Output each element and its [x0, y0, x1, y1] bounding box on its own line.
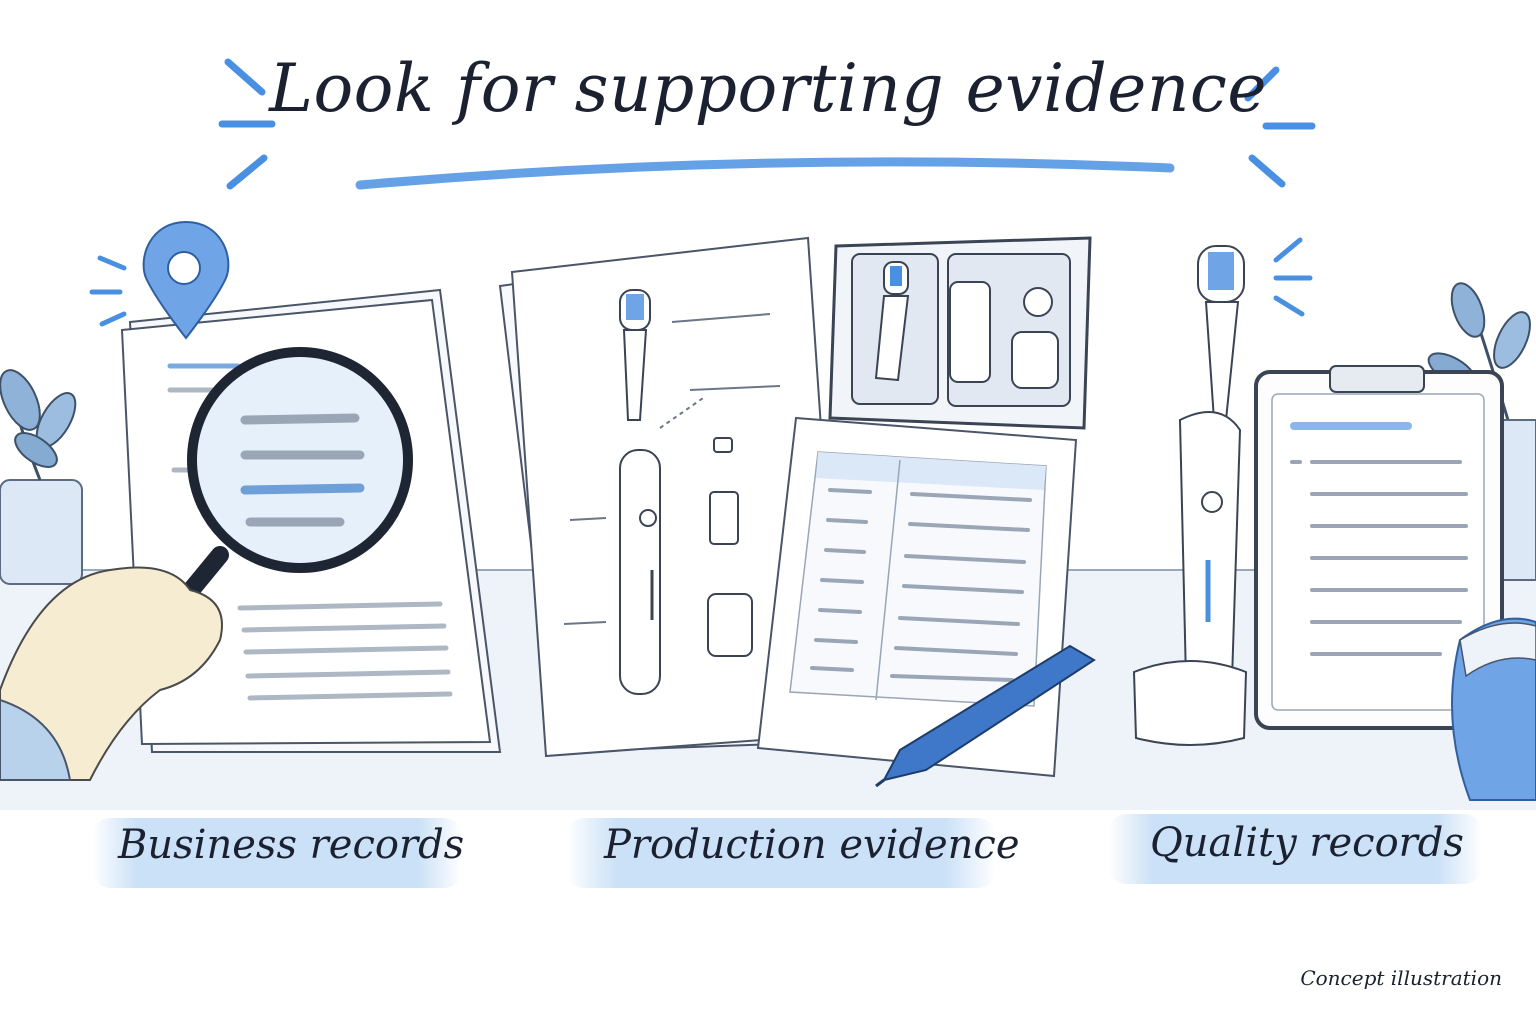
title-accents [218, 58, 1316, 190]
title-underline [355, 157, 1175, 190]
caption: Concept illustration [1300, 966, 1502, 990]
label-highlight-quality [1108, 814, 1482, 884]
toothbrush-icon [1132, 237, 1313, 746]
magnifying-glass-icon [141, 347, 413, 649]
page-title: Look for supporting evidence [269, 50, 1267, 127]
label-highlight-business [92, 818, 462, 888]
spreadsheet-icon [756, 416, 1078, 778]
label-highlight-production [566, 818, 996, 888]
toothbrush-diagram-icon [563, 289, 781, 695]
parts-tray-icon [828, 236, 1092, 430]
pen-icon [875, 644, 1096, 788]
label-production-evidence: Production evidence [604, 822, 1020, 868]
label-quality-records: Quality records [1150, 820, 1464, 866]
towel-icon [1451, 617, 1536, 801]
clipboard-checklist-icon [1254, 365, 1504, 730]
hand-icon [0, 566, 223, 781]
label-business-records: Business records [118, 822, 465, 868]
plant-icon [0, 369, 83, 585]
location-pin-icon [89, 220, 230, 340]
